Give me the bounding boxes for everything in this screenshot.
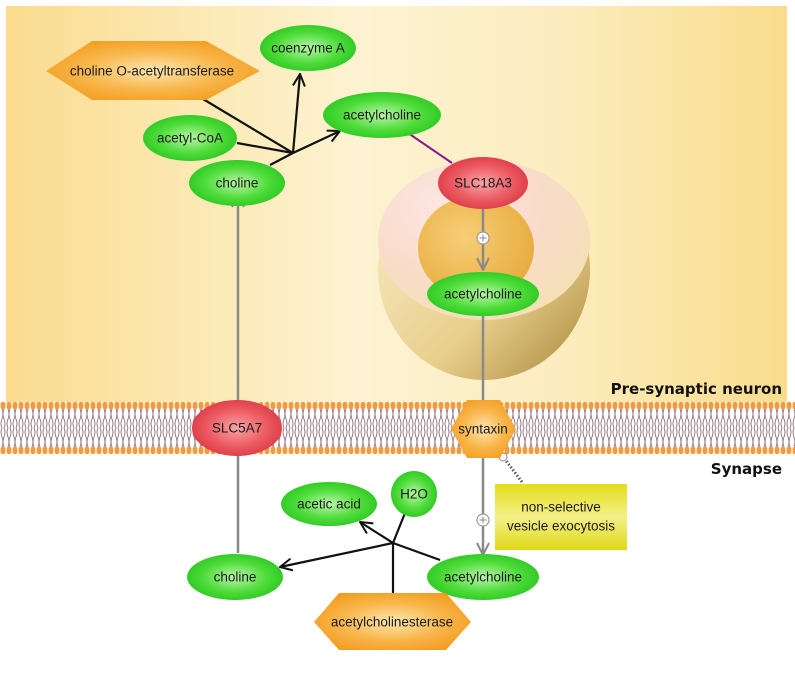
svg-text:acetylcholinesterase: acetylcholinesterase [331,615,453,630]
region-label-presynaptic: Pre-synaptic neuron [611,380,782,398]
svg-text:vesicle exocytosis: vesicle exocytosis [507,519,615,534]
ache-reaction-edges [280,512,441,593]
svg-text:acetyl-CoA: acetyl-CoA [157,131,223,146]
node-acetic-acid[interactable]: acetic acid [281,482,377,526]
svg-text:acetylcholine: acetylcholine [444,570,522,585]
node-choline-intracellular[interactable]: choline [189,160,285,206]
svg-text:coenzyme A: coenzyme A [271,41,345,56]
svg-text:syntaxin: syntaxin [458,422,508,437]
node-slc18a3[interactable]: SLC18A3 [438,157,528,209]
node-syntaxin[interactable]: syntaxin [451,400,516,458]
node-acetylcholine-vesicle[interactable]: acetylcholine [427,272,539,316]
svg-text:H2O: H2O [400,487,428,502]
node-h2o[interactable]: H2O [391,471,437,517]
edge-acetylcoa-input [236,141,294,155]
node-acetylcholine-synapse[interactable]: acetylcholine [427,554,539,600]
edge-chat-catalyst [202,98,294,154]
svg-text:SLC5A7: SLC5A7 [212,421,262,436]
svg-text:choline O-acetyltransferase: choline O-acetyltransferase [70,64,234,79]
node-choline-acetyltransferase[interactable]: choline O-acetyltransferase [46,41,260,100]
edge-ach-input [392,541,441,562]
edge-ach-slc18a3 [407,132,453,164]
node-acetylcholinesterase[interactable]: acetylcholinesterase [314,593,471,650]
edge-aceticacid-output [360,522,394,544]
node-acetyl-coa[interactable]: acetyl-CoA [143,115,237,161]
node-choline-synapse[interactable]: choline [187,554,283,600]
edge-exocytosis-modifier [502,457,524,483]
svg-text:choline: choline [216,176,259,191]
node-acetylcholine-cytosol[interactable]: acetylcholine [323,92,441,138]
svg-text:acetic acid: acetic acid [297,497,361,512]
svg-text:non-selective: non-selective [521,500,601,515]
modifier-plus-icon [476,513,490,527]
node-coenzyme-a[interactable]: coenzyme A [260,25,356,71]
edge-choline-output [280,541,394,567]
svg-text:SLC18A3: SLC18A3 [454,176,512,191]
edge-h2o-input [391,512,407,544]
edge-coenzymea-output [291,74,300,154]
edge-choline-input [269,152,294,166]
svg-text:acetylcholine: acetylcholine [444,287,522,302]
node-vesicle-exocytosis[interactable]: non-selective vesicle exocytosis [495,484,627,550]
modifier-plus-icon [476,231,490,245]
svg-text:acetylcholine: acetylcholine [343,108,421,123]
node-slc5a7[interactable]: SLC5A7 [192,400,282,456]
chat-reaction-edges [202,74,340,166]
svg-text:choline: choline [214,570,257,585]
region-label-synapse: Synapse [711,460,782,478]
cell-membrane [0,402,795,454]
edge-ach-output [292,131,340,154]
